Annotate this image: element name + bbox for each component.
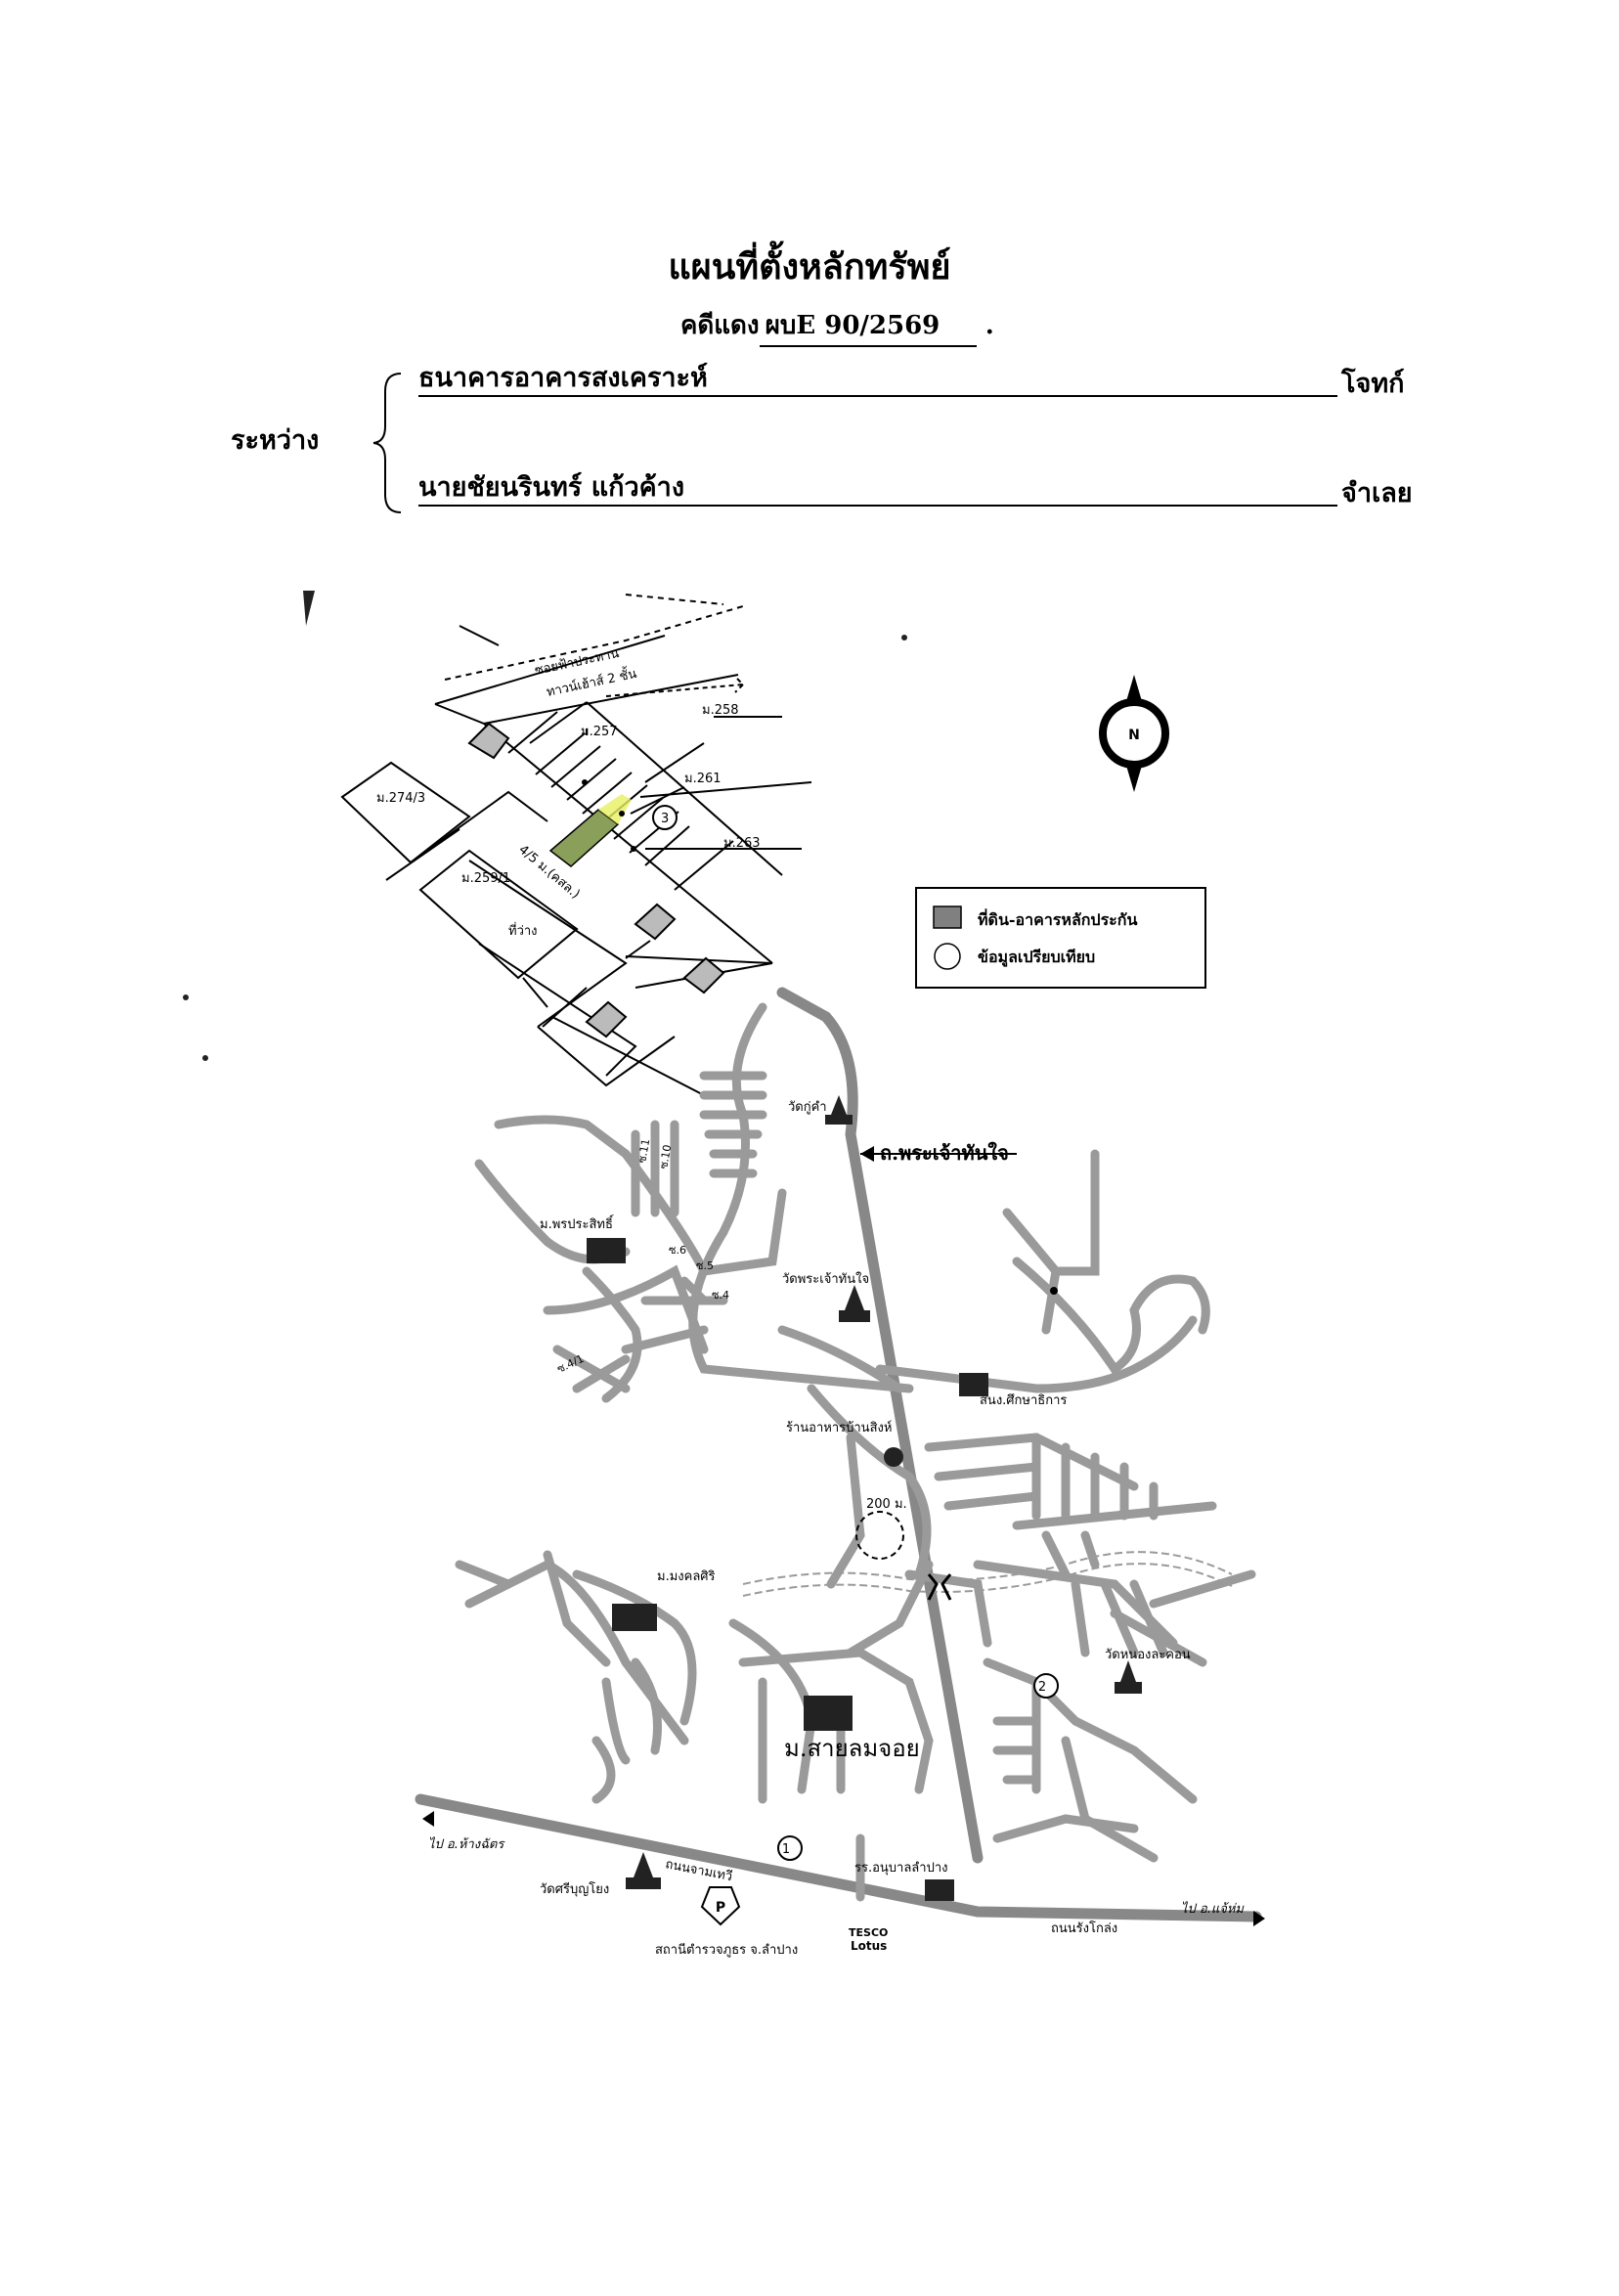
overview-labels: วัดกู่คำ ถ.พระเจ้าทันใจ ม.พรประสิทธิ์ วั… [428,1100,1245,1958]
soi-4-label: ซ.4 [712,1289,729,1302]
collateral-parcel [548,809,620,867]
detail-map [340,594,812,1096]
compass-letter: N [1128,728,1140,743]
scan-speck [901,635,907,640]
village-phraprasit-label: ม.พรประสิทธิ์ [540,1214,615,1232]
bridge-icon [927,1573,952,1601]
house-icon [467,722,725,1038]
scan-speck [183,994,189,1000]
village-icon [612,1604,657,1631]
restaurant-label: ร้านอาหารบ้านสิงห์ [786,1420,892,1435]
plaintiff-name: ธนาคารอาคารสงเคราะห์ [418,362,1337,397]
defendant-role: จำเลย [1341,478,1413,508]
temple-bunyuen-label: วัดศรีบุญโยง [540,1881,609,1897]
tesco-label: TESCO [849,1926,888,1939]
soi-5-label: ซ.5 [696,1259,714,1272]
office-icon [959,1373,988,1396]
marker-3-label: 3 [661,812,669,826]
marker-1-label: 1 [782,1842,790,1857]
temple-icon [839,1285,870,1322]
temple-icon [1115,1660,1142,1694]
temple-icon [626,1852,661,1889]
road-arrow-icon [860,1146,874,1162]
village-mongkhon-label: ม.มงคลศิริ [657,1569,716,1584]
arrow-right-icon [1253,1911,1265,1926]
scan-speck [202,1055,208,1061]
soi-10-label: ซ.10 [657,1144,674,1170]
between-label: ระหว่าง [231,425,320,456]
parking-label: P [716,1900,725,1916]
village-sailom-label: ม.สายลมจอย [784,1735,920,1762]
overview-roads [415,987,1262,1922]
page-title: แผนที่ตั้งหลักทรัพย์ [668,246,951,287]
village-icon [804,1696,853,1731]
school-label: รร.อนุบาลลำปาง [854,1861,947,1876]
collateral-highlight [598,794,632,824]
lotus-label: Lotus [851,1939,887,1953]
to-left-label: ไป อ.ห้างฉัตร [428,1836,505,1852]
road-main-label: ถ.พระเจ้าทันใจ [880,1141,1009,1165]
north-compass-icon: N [1099,675,1169,792]
marker-3 [652,805,678,830]
lot-263-label: ม.263 [723,836,761,851]
lot-259-1-label: ม.259/1 [461,871,510,886]
lot-274-3-label: ม.274/3 [376,791,425,806]
case-number: ผบE 90/2569 [759,305,977,347]
legend-collateral-swatch [933,905,962,929]
legend: ที่ดิน-อาคารหลักประกัน ข้อมูลเปรียบเทียบ [915,887,1206,989]
case-number-line: คดีแดงผบE 90/2569 . [680,305,994,347]
lot-261-label: ม.261 [684,772,722,786]
soi-6-label: ซ.6 [669,1244,686,1257]
lot-257-label: ม.257 [581,725,618,739]
parking-icon [700,1886,741,1926]
police-station-label: สถานีตำรวจภูธร จ.ลำปาง [655,1942,798,1958]
to-right-label: ไป อ.แจ้ห่ม [1181,1901,1245,1917]
village-icon [587,1238,626,1263]
road-bottom-right-label: ถนนรังโกล่ง [1051,1921,1117,1936]
lot-258-label: ม.258 [702,703,739,718]
school-icon [925,1879,954,1901]
plaintiff-role: โจทก์ [1341,369,1405,399]
marker-2-label: 2 [1038,1680,1046,1695]
marker-2 [1033,1673,1059,1699]
brace-icon [372,373,402,513]
case-suffix: . [985,311,994,340]
temple-icon [825,1095,853,1125]
defendant-name: นายชัยนรินทร์ แก้วค้าง [418,471,1337,507]
legend-comparison-swatch [934,943,961,970]
temple-phrachao-label: วัดพระเจ้าทันใจ [782,1271,869,1287]
marker-1 [777,1835,803,1861]
legend-comparison-label: ข้อมูลเปรียบเทียบ [978,948,1095,968]
soi-11-label: ซ.11 [635,1138,652,1165]
scan-speck [303,591,315,626]
temple-nong-label: วัดหนองละคอน [1105,1648,1191,1662]
vacant-label: ที่ว่าง [508,922,538,939]
arrow-left-icon [422,1811,434,1827]
legend-collateral-label: ที่ดิน-อาคารหลักประกัน [978,908,1137,929]
office-label: สนง.ศึกษาธิการ [980,1393,1067,1408]
collateral-location-marker [855,1511,904,1560]
restaurant-icon [884,1447,903,1467]
distance-label: 200 ม. [866,1497,907,1512]
temple-kukham-label: วัดกู่คำ [788,1100,827,1115]
case-label: คดีแดง [680,311,760,340]
landmark-icons [587,1095,1142,1901]
